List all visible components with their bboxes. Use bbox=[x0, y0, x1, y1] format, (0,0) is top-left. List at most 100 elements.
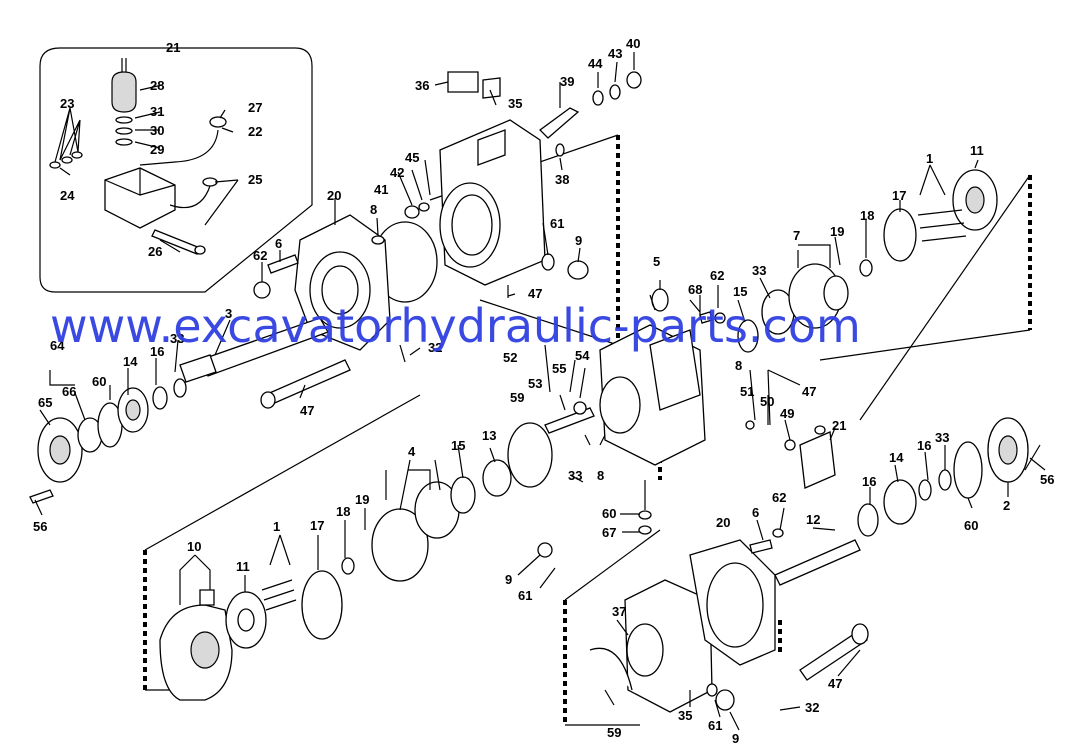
label-15-lower: 15 bbox=[451, 438, 465, 453]
label-14-lower-right: 14 bbox=[889, 450, 904, 465]
label-45: 45 bbox=[405, 150, 419, 165]
label-59-lower: 59 bbox=[607, 725, 621, 740]
label-2: 2 bbox=[1003, 498, 1010, 513]
label-62-lower: 62 bbox=[772, 490, 786, 505]
label-12: 12 bbox=[806, 512, 820, 527]
label-43: 43 bbox=[608, 46, 622, 61]
label-30: 30 bbox=[150, 123, 164, 138]
label-54: 53 bbox=[528, 376, 542, 391]
label-29: 29 bbox=[150, 142, 164, 157]
label-65: 66 bbox=[62, 384, 76, 399]
label-23: 23 bbox=[60, 96, 74, 111]
label-64: 65 bbox=[38, 395, 52, 410]
label-16-lower-right: 16 bbox=[862, 474, 876, 489]
label-52: 52 bbox=[503, 350, 517, 365]
label-6-lower: 6 bbox=[752, 505, 759, 520]
label-18-right: 18 bbox=[860, 208, 874, 223]
label-11-lower: 11 bbox=[236, 559, 250, 574]
label-15-right: 15 bbox=[733, 284, 747, 299]
label-21-inset: 21 bbox=[166, 40, 180, 55]
label-13: 13 bbox=[482, 428, 496, 443]
watermark-text: www.excavatorhydraulic-parts.com bbox=[50, 299, 861, 353]
label-6-top: 6 bbox=[275, 236, 282, 251]
label-32-lower: 32 bbox=[805, 700, 819, 715]
label-56-lower-right: 56 bbox=[1040, 472, 1054, 487]
left-seal-stack bbox=[29, 378, 187, 504]
label-25: 25 bbox=[248, 172, 262, 187]
label-62-mid: 62 bbox=[710, 268, 724, 283]
label-33-lower-right: 33 bbox=[935, 430, 949, 445]
label-47-lower: 47 bbox=[828, 676, 842, 691]
label-48: 47 bbox=[802, 384, 816, 399]
lower-left-pump-parts bbox=[159, 459, 512, 701]
upper-left-flange-shaft bbox=[179, 214, 406, 409]
label-1-lower: 1 bbox=[273, 519, 280, 534]
label-60: 60 bbox=[602, 506, 616, 521]
label-17-lower: 17 bbox=[310, 518, 324, 533]
label-21-right: 21 bbox=[832, 418, 846, 433]
label-37: 37 bbox=[612, 604, 626, 619]
part-number-labels: 21 28 31 30 29 27 22 25 23 24 26 36 35 3… bbox=[33, 36, 1054, 746]
label-16-lower-right-b: 16 bbox=[917, 438, 931, 453]
label-9-lower: 9 bbox=[732, 731, 739, 746]
label-36: 36 bbox=[415, 78, 429, 93]
label-57-lower-right: 60 bbox=[964, 518, 978, 533]
label-40: 40 bbox=[626, 36, 640, 51]
center-housing-parts bbox=[507, 169, 998, 535]
inset-box-21 bbox=[39, 47, 313, 293]
inset-parts bbox=[49, 58, 227, 255]
label-31: 31 bbox=[150, 104, 164, 119]
label-68: 68 bbox=[688, 282, 702, 297]
label-33-left: 33 bbox=[170, 331, 184, 346]
label-50: 51 bbox=[740, 384, 754, 399]
leader-lines bbox=[34, 52, 1046, 731]
label-9-lower-left: 9 bbox=[505, 572, 512, 587]
label-22: 22 bbox=[248, 124, 262, 139]
label-5: 5 bbox=[653, 254, 660, 269]
label-32-top: 32 bbox=[428, 340, 442, 355]
label-62-top: 62 bbox=[253, 248, 267, 263]
label-27: 27 bbox=[248, 100, 262, 115]
label-7: 7 bbox=[793, 228, 800, 243]
upper-housing-parts bbox=[372, 71, 642, 303]
label-61-lower: 61 bbox=[708, 718, 722, 733]
label-34-right: 33 bbox=[752, 263, 766, 278]
label-61-top: 61 bbox=[550, 216, 564, 231]
label-42: 42 bbox=[390, 165, 404, 180]
label-28: 28 bbox=[150, 78, 164, 93]
label-49: 49 bbox=[780, 406, 794, 421]
label-57-left: 60 bbox=[92, 374, 106, 389]
label-24: 24 bbox=[60, 188, 75, 203]
label-3: 3 bbox=[225, 306, 232, 321]
label-20-lower: 20 bbox=[716, 515, 730, 530]
label-63: 64 bbox=[50, 338, 65, 353]
label-35-lower: 35 bbox=[678, 708, 692, 723]
label-19-lower: 19 bbox=[355, 492, 369, 507]
label-66: 67 bbox=[602, 525, 616, 540]
label-10: 10 bbox=[187, 539, 201, 554]
label-46: 47 bbox=[528, 286, 542, 301]
label-20-top: 20 bbox=[327, 188, 341, 203]
label-19-right: 19 bbox=[830, 224, 844, 239]
label-44: 44 bbox=[588, 56, 603, 71]
label-55: 55 bbox=[552, 361, 566, 376]
label-47-top: 47 bbox=[300, 403, 314, 418]
label-8-right: 8 bbox=[735, 358, 742, 373]
label-34-mid: 33 bbox=[568, 468, 582, 483]
label-56-left: 56 bbox=[33, 519, 47, 534]
label-61-lower-left: 61 bbox=[518, 588, 532, 603]
label-11-right: 11 bbox=[970, 143, 984, 158]
label-1-right: 1 bbox=[926, 151, 933, 166]
label-39: 39 bbox=[560, 74, 574, 89]
label-4: 4 bbox=[408, 444, 416, 459]
label-59-mid: 59 bbox=[510, 390, 524, 405]
label-38: 38 bbox=[555, 172, 569, 187]
label-53: 54 bbox=[575, 348, 590, 363]
lower-right-pump-parts bbox=[537, 417, 1029, 713]
label-26: 26 bbox=[148, 244, 162, 259]
label-14-left: 14 bbox=[123, 354, 138, 369]
label-17-right: 17 bbox=[892, 188, 906, 203]
label-8-top: 8 bbox=[370, 202, 377, 217]
label-51: 50 bbox=[760, 394, 774, 409]
